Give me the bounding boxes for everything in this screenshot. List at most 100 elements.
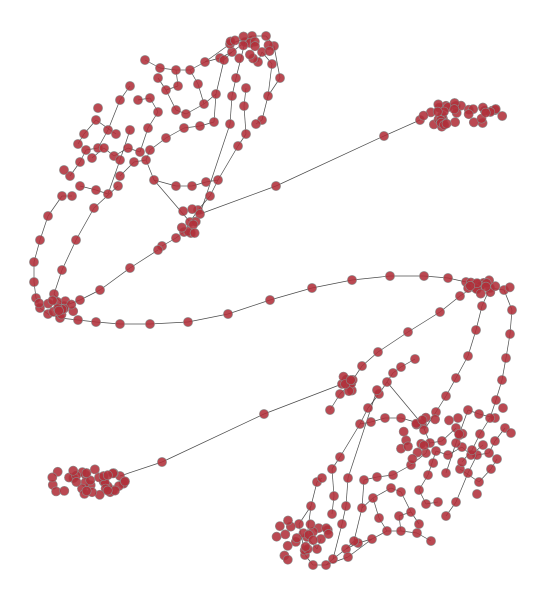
graph-node <box>34 298 44 309</box>
graph-node <box>73 139 83 149</box>
graph-node <box>327 509 337 519</box>
graph-node <box>430 414 440 425</box>
graph-node <box>265 295 275 305</box>
graph-node <box>485 413 495 423</box>
graph-node <box>414 485 424 495</box>
graph-node <box>111 129 121 139</box>
graph-node <box>102 485 113 496</box>
graph-node <box>238 40 249 51</box>
graph-node <box>431 446 441 456</box>
graph-node <box>66 299 77 310</box>
graph-node <box>250 41 260 52</box>
graph-node <box>187 181 197 191</box>
graph-node <box>484 448 494 458</box>
graph-edge <box>187 313 229 323</box>
graph-node <box>441 468 451 478</box>
graph-node <box>396 413 406 423</box>
graph-node <box>451 497 461 507</box>
graph-node <box>234 53 245 64</box>
graph-edge <box>204 43 231 63</box>
graph-node <box>403 441 413 452</box>
graph-edge <box>129 249 159 269</box>
graph-node <box>453 413 463 423</box>
graph-node <box>335 389 345 399</box>
graph-node <box>498 403 508 413</box>
graph-node <box>467 445 477 455</box>
graph-node <box>171 233 181 243</box>
graph-node <box>89 203 99 213</box>
graph-node <box>261 31 271 41</box>
graph-node <box>71 235 81 245</box>
graph-node <box>195 121 205 131</box>
graph-node <box>441 118 452 129</box>
graph-node <box>306 501 316 511</box>
graph-node <box>366 417 376 427</box>
graph-node <box>280 529 291 540</box>
graph-node <box>307 283 317 293</box>
graph-node <box>406 507 416 517</box>
graph-node <box>179 123 189 133</box>
graph-node <box>345 375 356 385</box>
graph-node <box>372 385 382 395</box>
graph-node <box>91 115 101 125</box>
graph-node <box>291 533 302 543</box>
graph-node <box>230 35 240 46</box>
graph-node <box>474 409 484 419</box>
graph-edge <box>269 287 313 301</box>
graph-edge <box>267 63 273 97</box>
graph-node <box>195 209 205 219</box>
graph-node <box>428 458 439 468</box>
graph-node <box>490 436 500 446</box>
graph-node <box>305 519 316 530</box>
graph-node <box>129 157 139 167</box>
graph-node <box>79 129 89 139</box>
graph-node <box>153 107 163 117</box>
graph-node <box>93 103 103 113</box>
graph-node <box>59 165 69 175</box>
graph-node <box>103 125 113 135</box>
graph-edge <box>263 383 343 415</box>
graph-node <box>491 395 501 405</box>
graph-edge <box>75 207 95 241</box>
graph-node <box>251 119 261 129</box>
graph-node <box>65 171 75 181</box>
graph-node <box>396 526 406 536</box>
graph-node <box>426 536 436 546</box>
graph-node <box>373 347 383 357</box>
graph-node <box>244 49 255 60</box>
graph-node <box>403 327 413 337</box>
graph-node <box>437 436 447 446</box>
graph-node <box>157 457 167 467</box>
graph-node <box>501 353 511 363</box>
graph-node <box>35 235 45 245</box>
graph-node <box>47 472 58 483</box>
graph-node <box>463 351 473 361</box>
graph-edge <box>107 99 121 131</box>
graph-nodes <box>29 31 517 570</box>
graph-node <box>178 206 188 216</box>
graph-node <box>113 181 123 191</box>
graph-node <box>283 515 293 526</box>
graph-node <box>465 280 476 291</box>
graph-node <box>504 282 515 293</box>
graph-node <box>57 191 67 201</box>
graph-node <box>407 453 418 464</box>
graph-node <box>300 541 311 552</box>
graph-node <box>328 554 338 564</box>
graph-node <box>282 540 293 551</box>
graph-node <box>102 470 113 481</box>
graph-node <box>444 415 454 426</box>
graph-node <box>475 288 486 299</box>
graph-node <box>90 464 100 475</box>
graph-edge <box>217 145 239 181</box>
graph-node <box>81 145 91 155</box>
graph-node <box>125 263 135 273</box>
graph-node <box>211 89 221 99</box>
graph-node <box>325 405 335 415</box>
graph-node <box>225 119 235 129</box>
graph-edge <box>455 472 469 503</box>
graph-node <box>274 521 285 531</box>
graph-node <box>414 519 424 529</box>
graph-node <box>388 368 398 378</box>
